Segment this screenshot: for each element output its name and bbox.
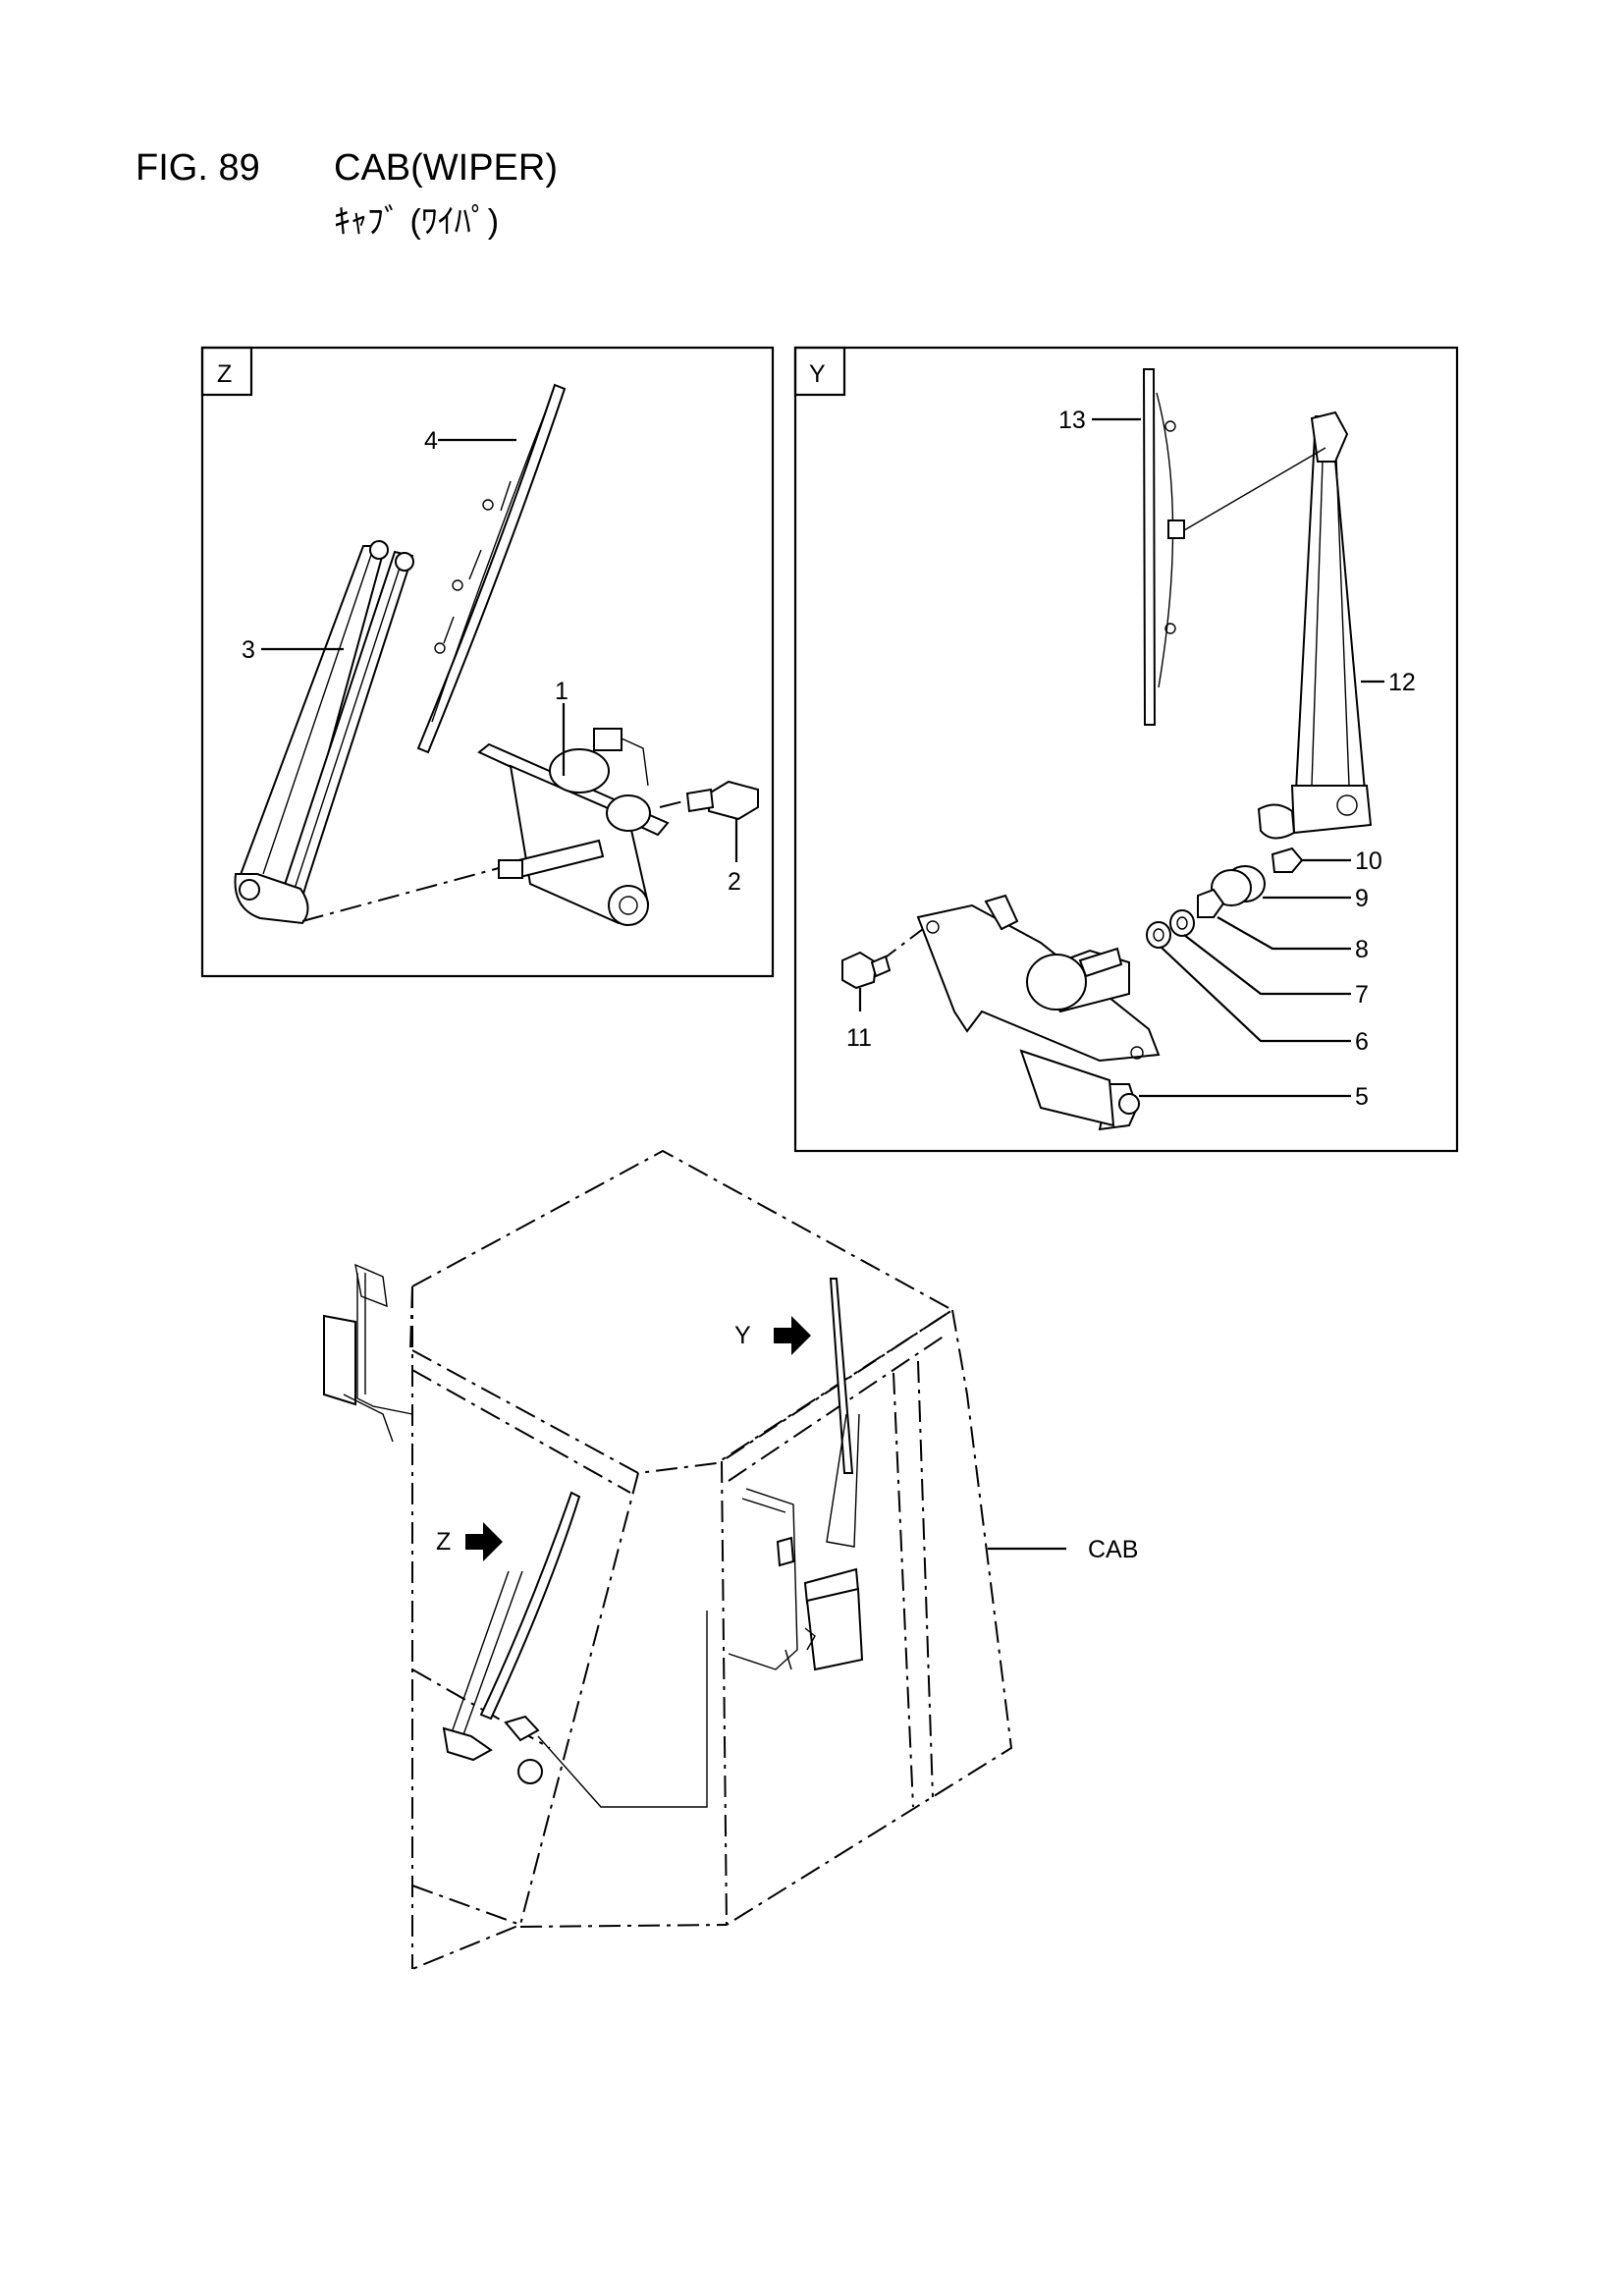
callout-1: 1 [555, 678, 568, 705]
view-z-tag: Z [217, 360, 232, 388]
wiper-blade-z [416, 383, 567, 754]
bolt-z [685, 780, 759, 821]
cab-overview: Y Z CAB [323, 1149, 1138, 1970]
arrow-z-label: Z [436, 1528, 451, 1556]
wiper-motor-y [878, 894, 1161, 1131]
callout-2: 2 [728, 868, 741, 896]
hardware-stack-y [1146, 847, 1304, 949]
callout-12: 12 [1388, 669, 1416, 696]
view-z-panel: Z [200, 346, 775, 978]
wiper-arm-y [1183, 410, 1373, 840]
wiper-motor-z [477, 728, 670, 926]
view-y-panel: Y [793, 346, 1459, 1153]
callout-13: 13 [1058, 407, 1086, 434]
callout-8: 8 [1355, 936, 1369, 963]
bolt-y [841, 951, 892, 990]
arrow-z-icon [465, 1522, 503, 1561]
view-y-tag: Y [809, 360, 826, 388]
wiper-blade-y [1142, 368, 1185, 726]
callout-11: 11 [846, 1024, 872, 1052]
cab-label: CAB [1088, 1536, 1138, 1563]
callout-4: 4 [424, 427, 438, 455]
callout-9: 9 [1355, 885, 1369, 912]
figure-subtitle: ｷｬﾌﾞ (ﾜｲﾊﾟ) [334, 203, 500, 241]
wiper-arm-z [234, 540, 414, 925]
callout-3: 3 [242, 636, 255, 664]
arrow-y-label: Y [734, 1322, 751, 1349]
callout-7: 7 [1355, 981, 1369, 1009]
figure-title: CAB(WIPER) [334, 147, 558, 189]
callout-10: 10 [1355, 847, 1382, 875]
arrow-y-icon [774, 1316, 811, 1355]
figure-number: FIG. 89 [135, 147, 260, 189]
callout-6: 6 [1355, 1028, 1369, 1056]
callout-5: 5 [1355, 1083, 1369, 1111]
